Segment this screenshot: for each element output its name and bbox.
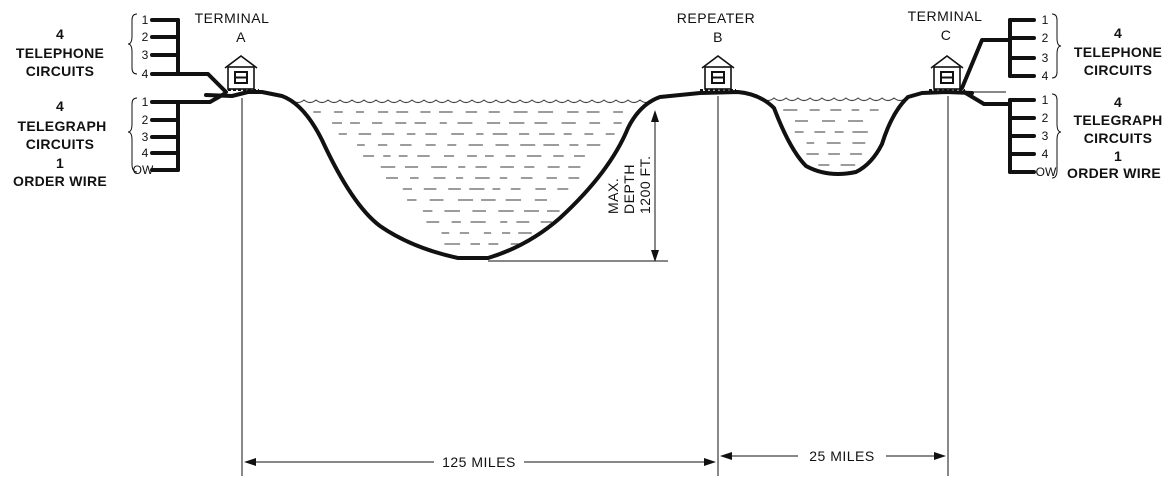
left-telephone-number: 4: [142, 67, 149, 81]
depth-label-depth: DEPTH: [621, 164, 637, 214]
right-telegraph-number: OW: [1036, 165, 1057, 179]
right-telephone-number: 2: [1042, 31, 1049, 45]
right-telephone-wires: [960, 18, 1036, 90]
dimension-arrow-icon: [704, 458, 716, 466]
left-telegraph-number: OW: [133, 163, 154, 177]
repeater-b-letter: B: [713, 29, 723, 45]
right-telephone-circuits: CIRCUITS: [1084, 62, 1153, 78]
right-circuit-panel: 1 2 3 4 4 TELEPHONE CIRCUITS 1 2 3 4 OW …: [960, 13, 1162, 181]
water-wave: [761, 97, 907, 102]
left-telegraph-circuits: CIRCUITS: [26, 136, 95, 152]
terminal-a-letter: A: [236, 29, 246, 45]
water-body: [291, 97, 907, 245]
right-telephone-number: 1: [1042, 13, 1049, 27]
station-house-icon: [223, 55, 259, 91]
left-telephone-number: 1: [142, 13, 149, 27]
left-order-wire: ORDER WIRE: [13, 173, 107, 189]
left-telegraph-wires: [150, 92, 226, 172]
right-telegraph-label: TELEGRAPH: [1073, 112, 1162, 128]
distance-label-bc: 25 MILES: [809, 448, 874, 464]
max-depth-dimension: MAX. DEPTH 1200 FT.: [488, 110, 668, 262]
station-house-icon: [929, 55, 965, 91]
left-telegraph-brace: [127, 97, 138, 173]
dimension-arrow-icon: [651, 110, 659, 122]
right-telephone-label: TELEPHONE: [1074, 44, 1162, 60]
dimension-arrow-icon: [934, 452, 946, 460]
right-telegraph-number: 3: [1042, 129, 1049, 143]
left-telephone-wires: [150, 18, 228, 94]
distance-dimension-ab: 125 MILES: [244, 454, 716, 470]
left-telegraph-number: 2: [142, 113, 149, 127]
terminal-a-title: TERMINAL: [195, 10, 270, 26]
right-telegraph-wires: [962, 90, 1036, 174]
terminal-c-title: TERMINAL: [908, 8, 983, 24]
right-telegraph-number: 2: [1042, 111, 1049, 125]
right-telephone-count: 4: [1114, 25, 1122, 41]
right-telegraph-count: 4: [1114, 94, 1122, 110]
station-house-icon: [700, 55, 736, 91]
distance-dimension-bc: 25 MILES: [720, 448, 946, 464]
left-telephone-label: TELEPHONE: [16, 45, 104, 61]
depth-label-max: MAX.: [605, 178, 621, 214]
right-order-count: 1: [1114, 148, 1122, 164]
left-telephone-number: 3: [142, 48, 149, 62]
left-telegraph-count: 4: [56, 98, 64, 114]
left-telegraph-number: 1: [142, 95, 149, 109]
right-telephone-brace: [1051, 13, 1062, 79]
left-telegraph-number: 3: [142, 130, 149, 144]
left-telegraph-label: TELEGRAPH: [17, 118, 106, 134]
right-telephone-number: 3: [1042, 51, 1049, 65]
left-telephone-brace: [127, 13, 138, 75]
dimension-arrow-icon: [244, 458, 256, 466]
repeater-b-title: REPEATER: [677, 10, 755, 26]
right-telegraph-number: 1: [1042, 93, 1049, 107]
left-telephone-circuits: CIRCUITS: [26, 63, 95, 79]
cable-profile-line: [204, 90, 974, 260]
left-telegraph-number: 4: [142, 146, 149, 160]
depth-label-value: 1200 FT.: [637, 156, 653, 214]
right-telephone-number: 4: [1042, 69, 1049, 83]
right-telegraph-brace: [1051, 93, 1062, 179]
left-order-count: 1: [56, 155, 64, 171]
dimension-arrow-icon: [651, 250, 659, 262]
water-texture: [313, 109, 879, 245]
dimension-arrow-icon: [720, 452, 732, 460]
water-wave: [291, 99, 653, 104]
right-order-wire: ORDER WIRE: [1067, 165, 1161, 181]
left-telephone-number: 2: [142, 30, 149, 44]
right-telegraph-circuits: CIRCUITS: [1084, 130, 1153, 146]
water-surface-waves: [291, 97, 907, 104]
distance-label-ab: 125 MILES: [442, 454, 516, 470]
terminal-c-letter: C: [941, 27, 952, 43]
right-telegraph-number: 4: [1042, 147, 1049, 161]
left-circuit-panel: 1 2 3 4 4 TELEPHONE CIRCUITS 1 2 3 4 OW …: [13, 13, 228, 189]
left-telephone-count: 4: [56, 26, 64, 42]
